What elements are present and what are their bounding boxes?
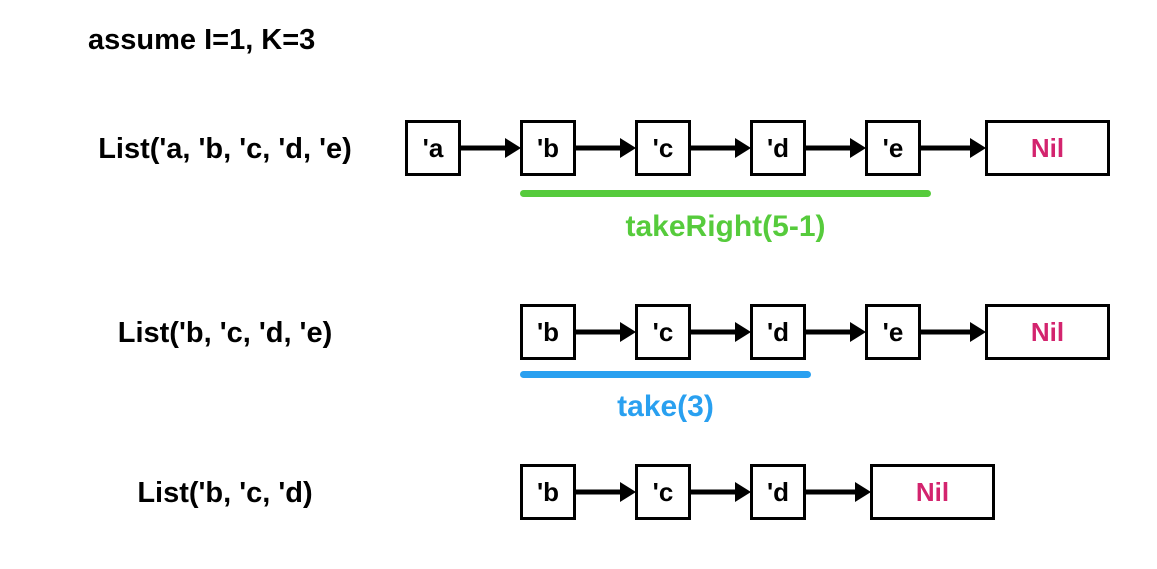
takeright-underline	[520, 190, 931, 197]
list-node: 'd	[750, 464, 806, 520]
arrow-right-icon	[576, 464, 635, 520]
list-label-2: List('b, 'c, 'd, 'e)	[117, 317, 333, 349]
arrow-right-icon	[691, 120, 750, 176]
list-node: 'b	[520, 120, 576, 176]
linked-list-1: 'a 'b 'c 'd 'e Nil	[405, 120, 1110, 176]
list-label-3: List('b, 'c, 'd)	[137, 477, 313, 509]
take-annotation: take(3)	[617, 390, 714, 423]
takeright-annotation: takeRight(5-1)	[625, 210, 826, 243]
arrow-right-icon	[806, 304, 865, 360]
arrow-right-icon	[806, 120, 865, 176]
list-node: 'b	[520, 464, 576, 520]
arrow-right-icon	[461, 120, 520, 176]
page-title: assume I=1, K=3	[88, 24, 316, 56]
take-underline	[520, 371, 811, 378]
arrow-right-icon	[691, 464, 750, 520]
linked-list-3: 'b 'c 'd Nil	[520, 464, 995, 520]
arrow-right-icon	[921, 120, 985, 176]
list-node: 'a	[405, 120, 461, 176]
nil-node: Nil	[870, 464, 995, 520]
arrow-right-icon	[921, 304, 985, 360]
nil-node: Nil	[985, 304, 1110, 360]
list-node: 'c	[635, 120, 691, 176]
nil-node: Nil	[985, 120, 1110, 176]
arrow-right-icon	[806, 464, 870, 520]
list-node: 'e	[865, 120, 921, 176]
list-node: 'd	[750, 304, 806, 360]
list-node: 'b	[520, 304, 576, 360]
list-label-1: List('a, 'b, 'c, 'd, 'e)	[98, 133, 352, 165]
list-node: 'c	[635, 304, 691, 360]
arrow-right-icon	[691, 304, 750, 360]
list-node: 'e	[865, 304, 921, 360]
arrow-right-icon	[576, 304, 635, 360]
linked-list-2: 'b 'c 'd 'e Nil	[520, 304, 1110, 360]
list-node: 'c	[635, 464, 691, 520]
arrow-right-icon	[576, 120, 635, 176]
list-node: 'd	[750, 120, 806, 176]
